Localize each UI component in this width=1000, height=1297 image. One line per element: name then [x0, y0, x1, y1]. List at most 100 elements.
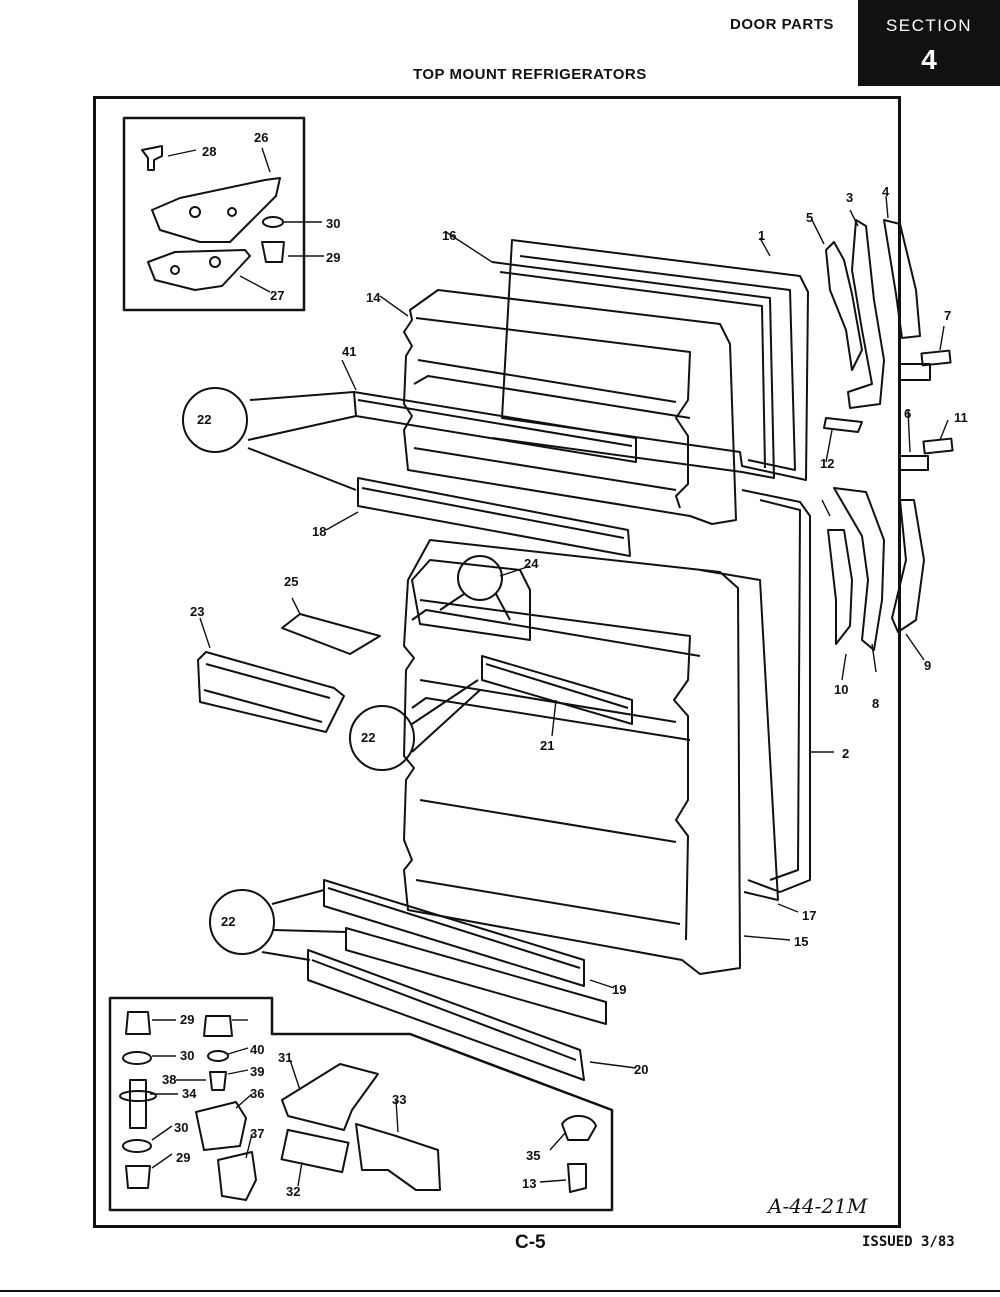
callout-13: 13	[522, 1176, 536, 1191]
glide-13	[567, 1163, 587, 1193]
door-handle-upper-left	[825, 241, 863, 371]
callout-4: 4	[882, 184, 890, 199]
callout-37: 37	[250, 1126, 264, 1141]
washer-30-top	[122, 1051, 152, 1065]
lower-hinge-inset	[108, 996, 614, 1212]
callout-22: 22	[197, 412, 211, 427]
callout-31: 31	[278, 1050, 292, 1065]
callout-22-2: 22	[361, 730, 375, 745]
issued-date: ISSUED 3/83	[862, 1234, 955, 1250]
upper-hinge-inset	[122, 116, 306, 312]
hinge-pin-34	[129, 1079, 147, 1129]
trim-block-7	[920, 349, 952, 367]
callout-5: 5	[806, 210, 813, 225]
callout-23: 23	[190, 604, 204, 619]
freezer-shelf-bar	[353, 391, 637, 463]
detail-circle-24	[457, 555, 503, 601]
callout-2: 2	[842, 746, 849, 761]
callout-29-3: 29	[176, 1150, 190, 1165]
callout-30-2: 30	[180, 1048, 194, 1063]
shim-32	[280, 1128, 350, 1174]
washer-39	[207, 1050, 229, 1062]
callout-6: 6	[904, 406, 911, 421]
callout-17: 17	[802, 908, 816, 923]
drawing-number: A-44-21M	[768, 1194, 868, 1218]
butter-door-lid	[281, 613, 381, 655]
detail-circle-22-b	[349, 705, 415, 771]
callout-27: 27	[270, 288, 284, 303]
hinge-strap-lower	[833, 487, 885, 651]
trim-block-6b	[899, 455, 929, 471]
bushing-29-bottom	[125, 1165, 151, 1189]
butter-compartment	[197, 651, 345, 733]
fresh-food-shelf-bar	[481, 655, 633, 725]
door-handle-trim-lower	[891, 499, 925, 633]
callout-38: 38	[162, 1072, 176, 1087]
lower-shelf-bar	[323, 879, 585, 987]
leveling-foot-35	[561, 1115, 597, 1141]
callout-33: 33	[392, 1092, 406, 1107]
door-handle-lower-left	[827, 529, 853, 645]
callout-10: 10	[834, 682, 848, 697]
callout-3: 3	[846, 190, 853, 205]
callout-26: 26	[254, 130, 268, 145]
fresh-food-inner-liner	[403, 539, 741, 975]
callout-9: 9	[924, 658, 931, 673]
callout-14: 14	[366, 290, 381, 305]
callout-34: 34	[182, 1086, 197, 1101]
screw-38	[209, 1071, 227, 1091]
callout-36: 36	[250, 1086, 264, 1101]
callout-30: 30	[326, 216, 340, 231]
hinge-shim	[147, 249, 251, 291]
washer-30-bottom	[122, 1139, 152, 1153]
hinge-cover-12	[823, 417, 863, 433]
callout-8: 8	[872, 696, 879, 711]
diagram-frame	[93, 96, 901, 1228]
callout-15: 15	[794, 934, 808, 949]
callout-12: 12	[820, 456, 834, 471]
washer	[262, 216, 284, 228]
bushing	[261, 241, 285, 263]
door-handle-trim-upper	[883, 219, 921, 339]
door-bar-20	[307, 949, 585, 1081]
bottom-hinge-31	[281, 1063, 379, 1131]
callout-7: 7	[944, 308, 951, 323]
dairy-compartment	[411, 559, 531, 641]
door-bar-19	[345, 927, 607, 1025]
bushing-29-top	[125, 1011, 151, 1035]
freezer-bottom-bar	[357, 477, 631, 557]
callout-20: 20	[634, 1062, 648, 1077]
hinge-pin-plug	[141, 145, 163, 171]
hinge-36	[195, 1101, 247, 1151]
callout-39: 39	[250, 1064, 264, 1079]
detail-circle-22-c	[209, 889, 275, 955]
callout-29-2: 29	[180, 1012, 194, 1027]
callout-11: 11	[954, 410, 968, 425]
section-label: SECTION	[885, 16, 973, 35]
hinge-strap-upper	[847, 219, 885, 409]
bushing-40	[203, 1015, 233, 1037]
callout-21: 21	[540, 738, 554, 753]
top-mount-heading: TOP MOUNT REFRIGERATORS	[413, 66, 647, 83]
door-parts-heading: DOOR PARTS	[730, 16, 834, 33]
callout-24: 24	[524, 556, 539, 571]
fresh-food-door-outer	[741, 489, 811, 893]
hinge-37	[217, 1151, 257, 1201]
bottom-rule	[0, 1290, 1000, 1292]
callout-16: 16	[442, 228, 456, 243]
callout-22-3: 22	[221, 914, 235, 929]
section-box: SECTION 4	[858, 0, 1000, 86]
callout-1: 1	[758, 228, 765, 243]
callout-40: 40	[250, 1042, 264, 1057]
callout-30-3: 30	[174, 1120, 188, 1135]
callout-19: 19	[612, 982, 626, 997]
freezer-gasket	[491, 261, 775, 479]
callout-41: 41	[342, 344, 356, 359]
detail-circle-22-a	[182, 387, 248, 453]
section-number: 4	[921, 44, 937, 75]
callout-29: 29	[326, 250, 340, 265]
trim-block-6	[899, 363, 931, 381]
callout-18: 18	[312, 524, 326, 539]
freezer-inner-liner	[403, 289, 737, 525]
